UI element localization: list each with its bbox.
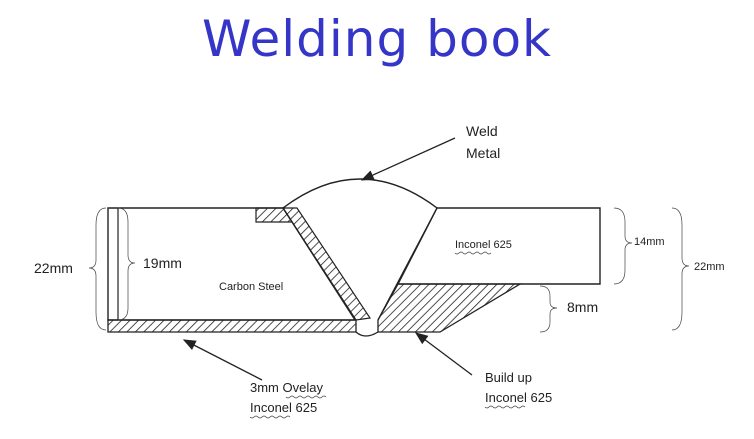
dim-14mm-label: 14mm xyxy=(634,236,665,248)
dim-8mm-label: 8mm xyxy=(567,299,598,315)
weld-metal-label-line2: Metal xyxy=(466,145,500,161)
overlay-underline xyxy=(285,395,327,399)
brace-14mm xyxy=(613,207,633,285)
inconel-625-label: Inconel 625 xyxy=(455,239,512,251)
dim-19mm-label: 19mm xyxy=(143,255,182,271)
dim-22mm-right-label: 22mm xyxy=(694,261,725,273)
brace-8mm xyxy=(539,285,558,333)
weld-metal-cap xyxy=(282,178,438,209)
buildup-label-line1: Build up xyxy=(485,370,532,385)
brace-22mm-left xyxy=(88,207,107,331)
weld-metal-arrow xyxy=(360,137,456,181)
weld-root-bead xyxy=(355,331,379,337)
bevel-buttering xyxy=(281,207,372,321)
overlay-underline-2 xyxy=(249,415,291,419)
buildup-underline xyxy=(484,405,526,409)
page-title: Welding book xyxy=(202,10,552,68)
inconel-plate xyxy=(396,207,601,285)
overlay-label-line1: 3mm Ovelay xyxy=(250,380,323,395)
brace-19mm xyxy=(117,207,136,321)
buildup-label-line2: Inconel 625 xyxy=(485,390,552,405)
inconel-underline xyxy=(454,251,492,255)
overlay-strip xyxy=(107,319,357,333)
buildup-arrow xyxy=(414,332,473,376)
weld-metal-label-line1: Weld xyxy=(466,123,498,139)
overlay-arrow xyxy=(182,339,263,381)
carbon-steel-label: Carbon Steel xyxy=(219,281,283,293)
overlay-label-line2: Inconel 625 xyxy=(250,400,317,415)
brace-22mm-right xyxy=(671,207,690,331)
dim-22mm-left-label: 22mm xyxy=(34,260,73,276)
buildup-region xyxy=(377,283,523,333)
